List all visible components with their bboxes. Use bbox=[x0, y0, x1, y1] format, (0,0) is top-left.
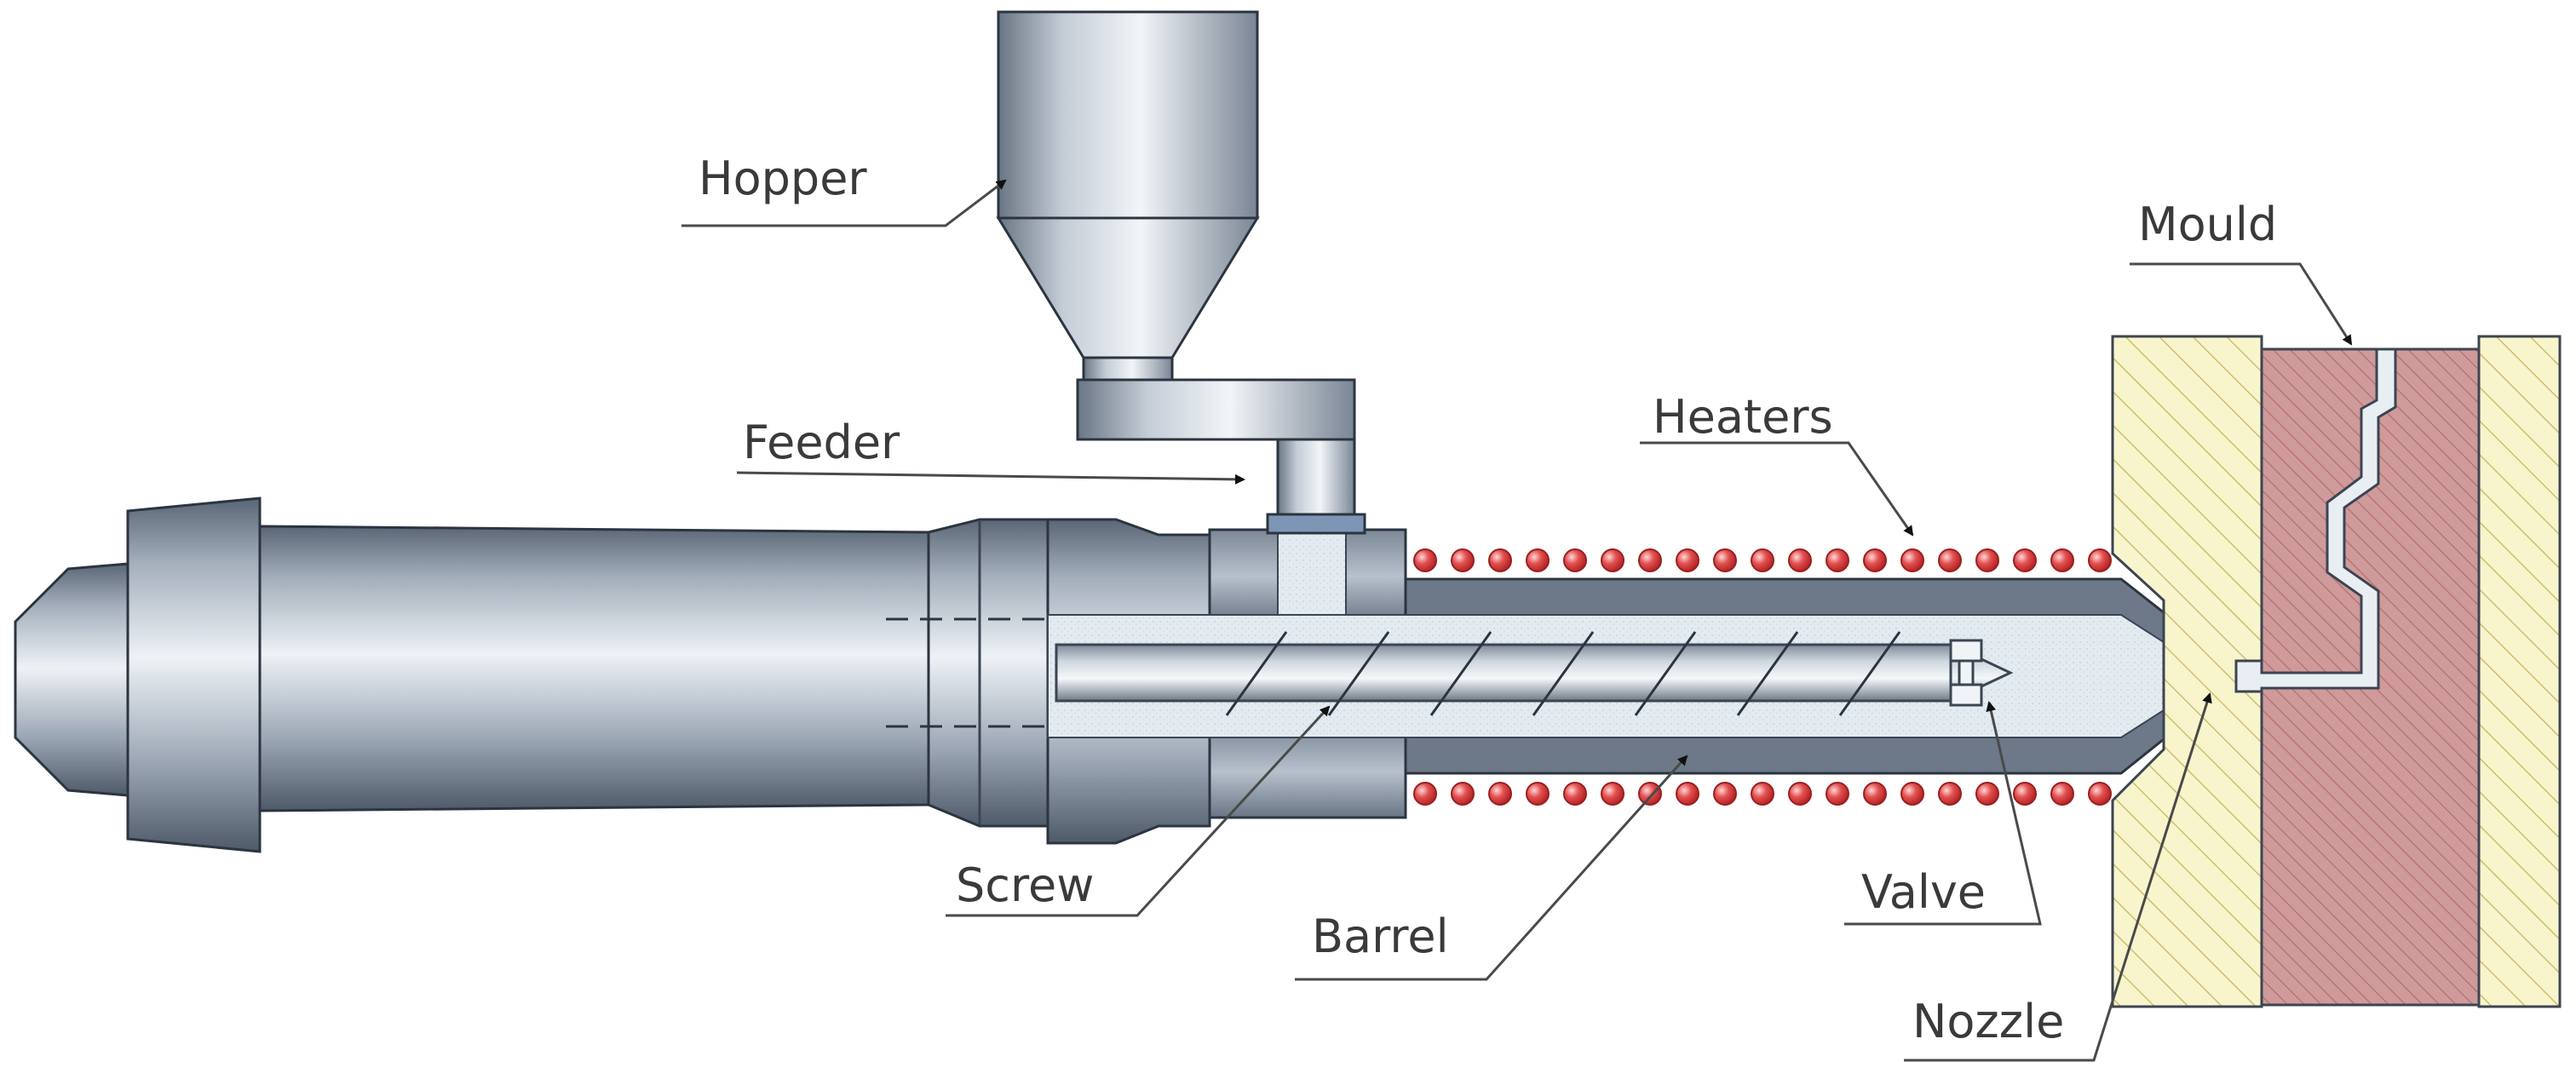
heater-coil bbox=[1938, 548, 1962, 572]
rear-cone bbox=[14, 562, 129, 797]
feed-throat bbox=[1277, 529, 1347, 616]
heater-coil bbox=[1863, 548, 1887, 572]
label-nozzle: Nozzle bbox=[1912, 995, 2064, 1048]
label-heaters: Heaters bbox=[1653, 390, 1833, 444]
heater-coil bbox=[1751, 548, 1774, 572]
heater-coil bbox=[1526, 782, 1550, 806]
label-valve: Valve bbox=[1861, 865, 1986, 919]
heater-coil bbox=[1900, 548, 1924, 572]
heater-coil bbox=[1788, 548, 1812, 572]
moving-platen bbox=[2477, 335, 2562, 1008]
heater-coil bbox=[1638, 548, 1662, 572]
heater-coil bbox=[1676, 782, 1699, 806]
heater-coil bbox=[1451, 548, 1475, 572]
heater-coil bbox=[1488, 548, 1512, 572]
heater-coil bbox=[2088, 782, 2112, 806]
heater-coil bbox=[2050, 782, 2074, 806]
feeder bbox=[1076, 378, 1366, 535]
check-valve bbox=[1949, 639, 1983, 707]
heater-coil bbox=[1863, 782, 1887, 806]
label-barrel: Barrel bbox=[1312, 910, 1449, 963]
heater-coil bbox=[1676, 548, 1699, 572]
heater-coil bbox=[1975, 548, 1999, 572]
heater-row-top bbox=[1413, 548, 2112, 572]
heater-coil bbox=[2013, 782, 2037, 806]
heater-coil bbox=[1563, 548, 1587, 572]
heater-coil bbox=[1826, 782, 1849, 806]
heater-coil bbox=[1488, 782, 1512, 806]
mould-cavity bbox=[2234, 347, 2397, 693]
label-hopper: Hopper bbox=[699, 152, 867, 205]
heater-row-bottom bbox=[1413, 782, 2112, 806]
mould bbox=[2111, 335, 2562, 1008]
heater-coil bbox=[2050, 548, 2074, 572]
heater-coil bbox=[1413, 782, 1437, 806]
label-mould: Mould bbox=[2138, 198, 2277, 251]
heater-coil bbox=[1713, 782, 1737, 806]
heater-coil bbox=[1713, 548, 1737, 572]
leader-lines bbox=[681, 179, 2353, 1062]
heater-coil bbox=[1601, 548, 1624, 572]
heater-coil bbox=[1563, 782, 1587, 806]
labels: Hopper Feeder Heaters Mould Screw Barrel… bbox=[699, 152, 2277, 1048]
rear-flange bbox=[126, 496, 262, 853]
heater-coil bbox=[1601, 782, 1624, 806]
heater-coil bbox=[2088, 548, 2112, 572]
heater-coil bbox=[1975, 782, 1999, 806]
heater-coil bbox=[1826, 548, 1849, 572]
label-screw: Screw bbox=[956, 858, 1094, 912]
heater-coil bbox=[1788, 782, 1812, 806]
ram-cylinder bbox=[258, 525, 930, 812]
heater-coil bbox=[1638, 782, 1662, 806]
heater-coil bbox=[1526, 548, 1550, 572]
heater-coil bbox=[1451, 782, 1475, 806]
heater-coil bbox=[1413, 548, 1437, 572]
heater-coil bbox=[1938, 782, 1962, 806]
heater-coil bbox=[1900, 782, 1924, 806]
heater-coil bbox=[1751, 782, 1774, 806]
injection-unit-body bbox=[14, 496, 1407, 853]
hopper bbox=[996, 10, 1260, 382]
label-feeder: Feeder bbox=[743, 416, 900, 469]
ram-collar bbox=[927, 518, 1049, 828]
heater-coil bbox=[2013, 548, 2037, 572]
